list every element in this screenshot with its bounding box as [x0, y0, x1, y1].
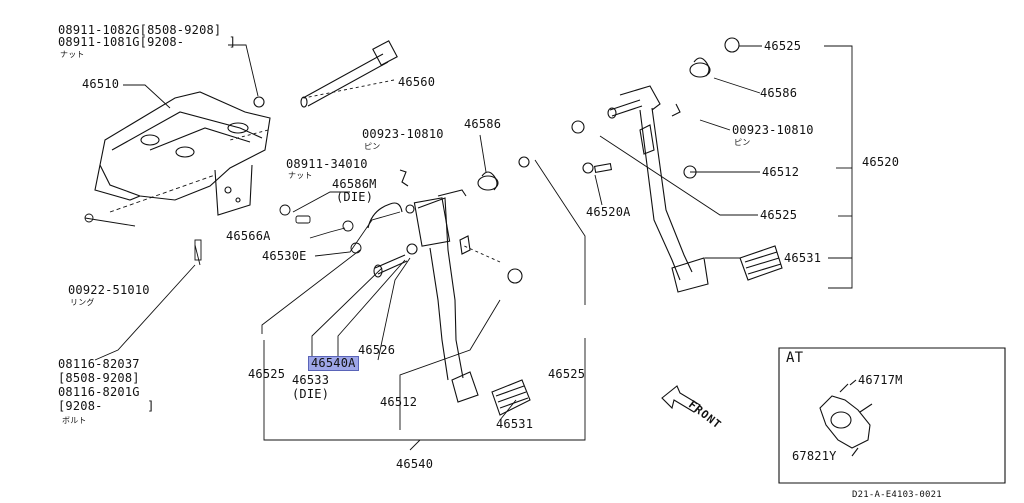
- pin-kana-1: ピン: [364, 142, 381, 151]
- nut-kana: ナット: [60, 50, 85, 59]
- label-46525-mid: 46525: [548, 367, 586, 381]
- label-46531-right: 46531: [784, 251, 822, 265]
- label-00923-top: 00923-10810: [362, 127, 444, 141]
- label-46512-right: 46512: [762, 165, 800, 179]
- bolt-a: 08116-82037: [58, 357, 140, 371]
- label-46586-right: 46586: [760, 86, 798, 100]
- nut-part-b: 08911-1081G[9208- ]: [58, 35, 237, 49]
- label-46512-low: 46512: [380, 395, 418, 409]
- label-46717M: 46717M: [858, 373, 903, 387]
- label-46525-right-2: 46525: [760, 208, 798, 222]
- label-46526: 46526: [358, 343, 396, 357]
- label-00922: 00922-51010: [68, 283, 150, 297]
- label-46566A: 46566A: [226, 229, 271, 243]
- bolt-b-range: [9208- ]: [58, 399, 155, 413]
- bolt-kana: ボルト: [62, 416, 87, 425]
- label-00923-right: 00923-10810: [732, 123, 814, 137]
- leader-lines-right: [594, 45, 853, 289]
- pin-kana-2: ピン: [734, 138, 751, 147]
- label-46510: 46510: [82, 77, 120, 91]
- front-arrow-icon: [661, 385, 701, 413]
- label-46560: 46560: [398, 75, 436, 89]
- reference-code: D21-A-E4103-0021: [852, 490, 942, 500]
- label-46520: 46520: [862, 155, 900, 169]
- pedal-arm-right: [571, 37, 783, 293]
- pedal-arm-left: [367, 156, 531, 416]
- nut-kana-2: ナット: [288, 171, 313, 180]
- nut-icon: [253, 96, 265, 108]
- at-inset: [778, 347, 1006, 484]
- label-46520A: 46520A: [586, 205, 631, 219]
- leader-lines: [84, 44, 586, 451]
- bolt-b: 08116-8201G: [58, 385, 140, 399]
- label-46540: 46540: [396, 457, 434, 471]
- label-67821Y: 67821Y: [792, 449, 837, 463]
- bolt-a-range: [8508-9208]: [58, 371, 140, 385]
- pedal-bracket: [94, 91, 271, 216]
- pivot-shaft: [300, 40, 398, 108]
- label-46525-top-right: 46525: [764, 39, 802, 53]
- nut-part-a: 08911-1082G[8508-9208]: [58, 23, 222, 37]
- die-1: (DIE): [336, 190, 374, 204]
- label-46530E: 46530E: [262, 249, 307, 263]
- label-46586M: 46586M: [332, 177, 377, 191]
- ring-kana: リング: [70, 298, 95, 307]
- label-46540A-highlight[interactable]: 46540A: [308, 356, 359, 371]
- label-46533: 46533: [292, 373, 330, 387]
- label-46531-low: 46531: [496, 417, 534, 431]
- die-2: (DIE): [292, 387, 330, 401]
- label-46586-mid: 46586: [464, 117, 502, 131]
- label-46525-left: 46525: [248, 367, 286, 381]
- at-title: AT: [786, 350, 804, 366]
- label-08911-34010: 08911-34010: [286, 157, 368, 171]
